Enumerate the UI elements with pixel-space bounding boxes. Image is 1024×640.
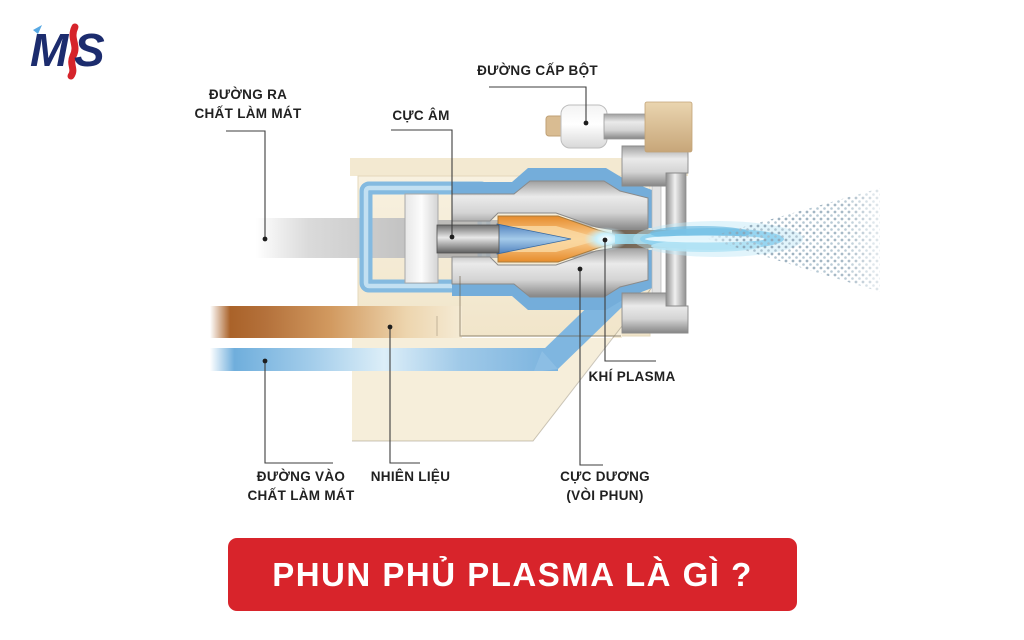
anode-coolant-channels <box>452 168 652 310</box>
label-coolant-out: ĐƯỜNG RA CHẤT LÀM MÁT <box>168 86 328 124</box>
logo-letter-s: S <box>74 24 105 76</box>
label-fuel-text: NHIÊN LIỆU <box>370 469 451 484</box>
logo-spark <box>33 25 42 34</box>
label-coolant-out-line1: ĐƯỜNG RA <box>208 87 288 102</box>
logo-red-ribbon <box>67 23 79 80</box>
cathode-holder-shaft <box>256 218 408 258</box>
label-fuel: NHIÊN LIỆU <box>348 468 473 487</box>
label-cathode: CỰC ÂM <box>366 107 476 126</box>
label-plasma-gas-text: KHÍ PLASMA <box>588 369 676 384</box>
body-outline <box>436 276 621 337</box>
label-plasma-gas: KHÍ PLASMA <box>572 368 692 387</box>
label-cathode-text: CỰC ÂM <box>392 108 450 123</box>
fuel-pipe <box>210 306 462 338</box>
cathode-rod <box>436 224 500 254</box>
label-powder-feed: ĐƯỜNG CẤP BỘT <box>455 62 620 81</box>
label-coolant-in: ĐƯỜNG VÀO CHẤT LÀM MÁT <box>222 468 380 506</box>
label-powder-feed-text: ĐƯỜNG CẤP BỘT <box>477 63 598 78</box>
ms-logo: M S <box>30 23 105 80</box>
label-coolant-in-line1: ĐƯỜNG VÀO <box>256 469 346 484</box>
label-anode: CỰC DƯƠNG (VÒI PHUN) <box>540 468 670 506</box>
label-anode-line2: (VÒI PHUN) <box>566 487 644 503</box>
title-banner-text: PHUN PHỦ PLASMA LÀ GÌ ? <box>272 555 753 593</box>
label-anode-line1: CỰC DƯƠNG <box>560 469 650 484</box>
leader-lines <box>226 86 656 466</box>
leader-dots <box>262 120 608 364</box>
label-coolant-in-line2: CHẤT LÀM MÁT <box>247 487 355 503</box>
powder-injector <box>545 101 693 153</box>
spray-cone <box>705 188 880 292</box>
title-banner: PHUN PHỦ PLASMA LÀ GÌ ? <box>228 538 797 611</box>
label-coolant-out-line2: CHẤT LÀM MÁT <box>194 105 302 121</box>
logo-letter-m: M <box>30 24 70 76</box>
electrode-holder-block <box>404 193 439 284</box>
